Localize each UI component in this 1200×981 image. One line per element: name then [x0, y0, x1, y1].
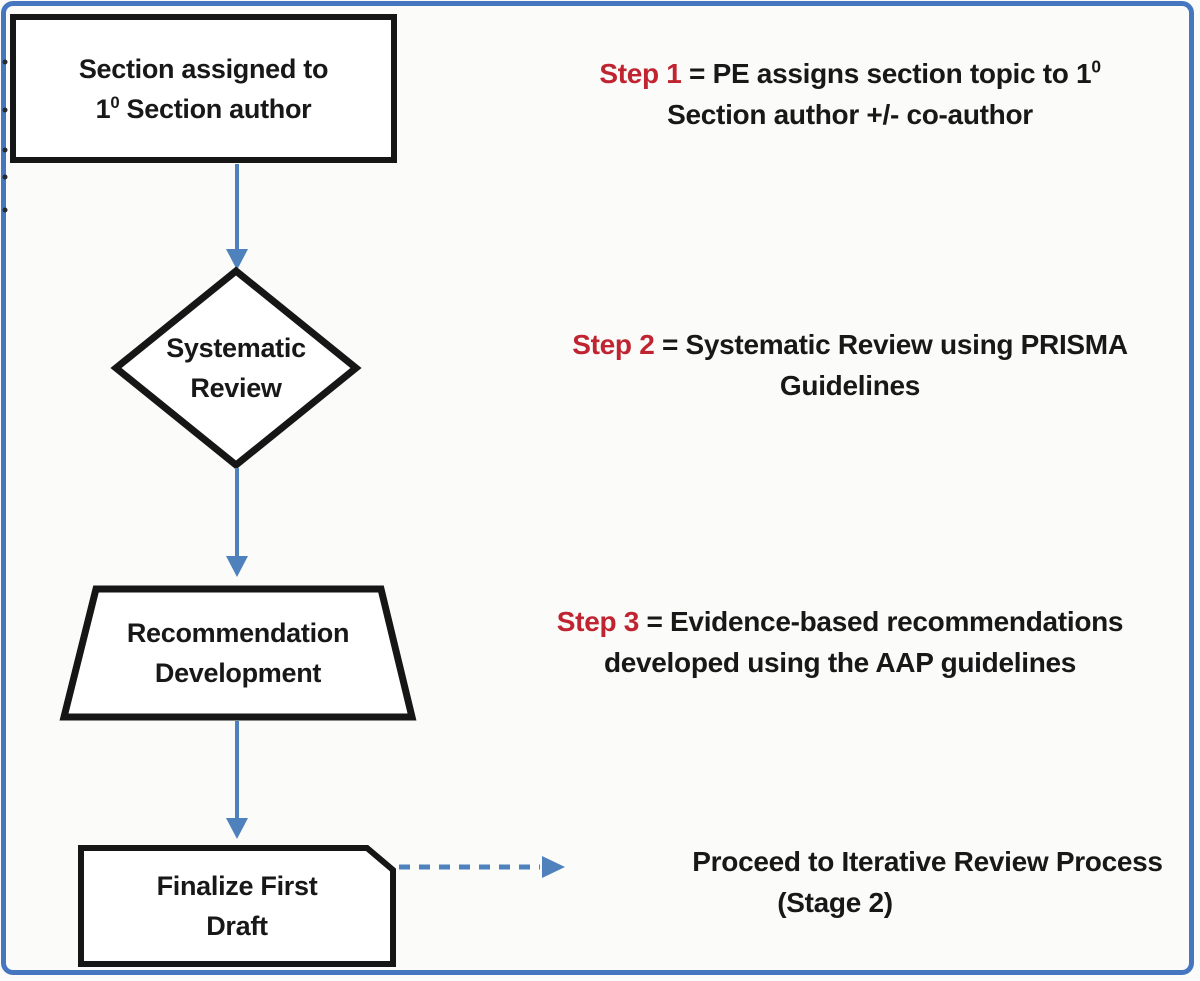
- step-1-label: Step 1: [599, 58, 682, 89]
- down-arrow-3: [226, 721, 248, 839]
- node-label-review: Systematic Review: [116, 271, 356, 465]
- outcome-line1: Proceed to Iterative Review Process: [692, 846, 1163, 877]
- node-label-assign-line2: 10 Section author: [95, 92, 312, 124]
- step-3-line1: Step 3 = Evidence-based recommendations: [556, 606, 1124, 637]
- step-2-label: Step 2: [572, 329, 655, 360]
- step-2-line2: Guidelines: [779, 370, 921, 401]
- step-2-line1: Step 2 = Systematic Review using PRISMA: [572, 329, 1128, 360]
- node-label-finalize-line1: Finalize First: [156, 871, 318, 901]
- trapezoid-node-recommendation: [59, 585, 417, 721]
- node-label-assign-line1: Section assigned to: [78, 53, 329, 84]
- down-arrow-1: [226, 164, 248, 270]
- node-label-review-line2: Review: [190, 373, 282, 403]
- dashed-right-arrow: [399, 856, 565, 878]
- step-1-line1: Step 1 = PE assigns section topic to 10: [599, 56, 1101, 89]
- step-3-annotation: Step 3 = Evidence-based recommendations …: [480, 601, 1200, 683]
- step-2-annotation: Step 2 = Systematic Review using PRISMA …: [500, 324, 1200, 406]
- step-3-label: Step 3: [556, 606, 640, 637]
- rectangle-node-assign: [10, 14, 397, 163]
- card-node-finalize-draft: [78, 845, 396, 967]
- diamond-node-review: [110, 266, 362, 470]
- step-1-annotation: Step 1 = PE assigns section topic to 10 …: [500, 53, 1200, 135]
- outcome-line2: (Stage 2): [777, 887, 893, 918]
- node-label-finalize-draft: Finalize First Draft: [81, 848, 393, 964]
- left-edge-marks: [2, 59, 8, 213]
- node-label-assign: Section assigned to 10 Section author: [10, 14, 397, 163]
- down-arrow-2: [226, 468, 248, 577]
- node-label-finalize-line2: Draft: [206, 911, 268, 941]
- node-label-recommendation: Recommendation Development: [64, 589, 412, 717]
- step-3-line2: developed using the AAP guidelines: [603, 647, 1077, 678]
- node-label-review-line1: Systematic: [166, 333, 306, 363]
- node-label-recommendation-line2: Development: [154, 658, 322, 688]
- outcome-annotation: Proceed to Iterative Review Process (Sta…: [655, 841, 1200, 923]
- node-label-recommendation-line1: Recommendation: [126, 618, 350, 648]
- step-1-line2: Section author +/- co-author: [667, 99, 1033, 130]
